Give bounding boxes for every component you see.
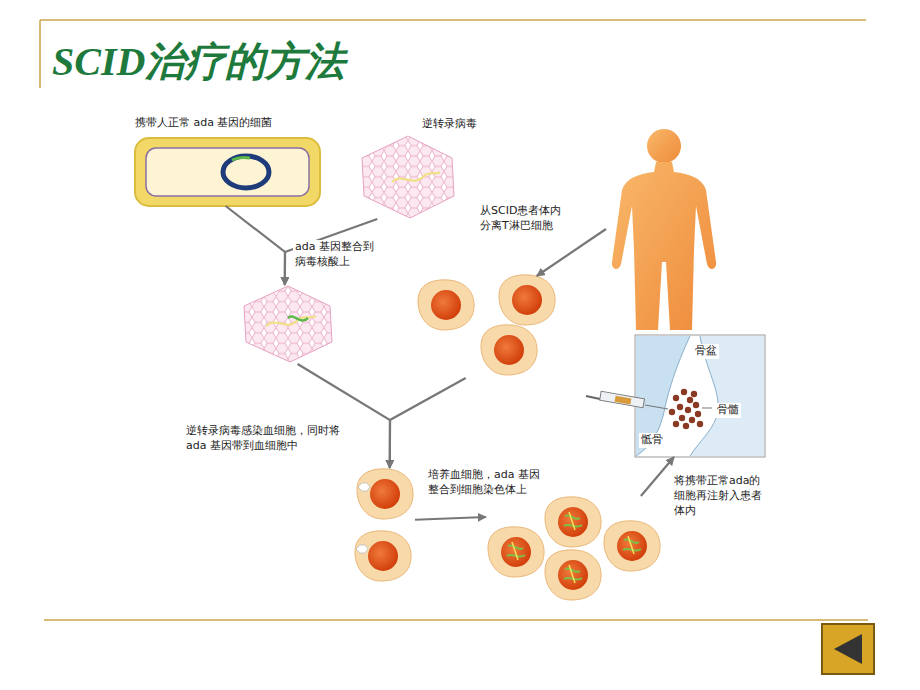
step-label: 培养血细胞，ada 基因整合到细胞染色体上 (426, 468, 548, 498)
t-cell-group (416, 276, 558, 378)
step-label: 从SCID患者体内分离T淋巴细胞 (478, 204, 570, 234)
slide-title: SCID治疗的方法 (52, 34, 345, 89)
flow-arrow (285, 219, 377, 285)
bone-marrow-inset: 骨盆骨髓骶骨 (635, 335, 765, 457)
node-label: 逆转录病毒 (420, 117, 479, 132)
cultured-cells (486, 496, 662, 601)
step-label: ada 基因整合到病毒核酸上 (293, 240, 377, 270)
flow-arrow (226, 206, 285, 285)
recombinant-virus (243, 285, 334, 364)
node-label: 骨髓 (715, 403, 741, 418)
step-label: 逆转录病毒感染血细胞，同时将 ada 基因带到血细胞中 (184, 424, 356, 454)
bacterium: 携带人正常 ada 基因的细菌 (135, 138, 320, 206)
infected-cells (355, 468, 415, 583)
flow-arrow (537, 229, 606, 276)
node-label: 骶骨 (639, 433, 665, 448)
flow-arrow (415, 517, 486, 520)
step-label: 将携带正常ada的细胞再注射入患者体内 (672, 474, 772, 519)
node-label: 骨盆 (693, 344, 719, 359)
retrovirus: 逆转录病毒 (360, 135, 456, 219)
node-label: 携带人正常 ada 基因的细菌 (133, 116, 274, 131)
flow-arrow (641, 457, 674, 496)
flow-arrow (390, 378, 466, 468)
patient-figure (606, 126, 722, 332)
